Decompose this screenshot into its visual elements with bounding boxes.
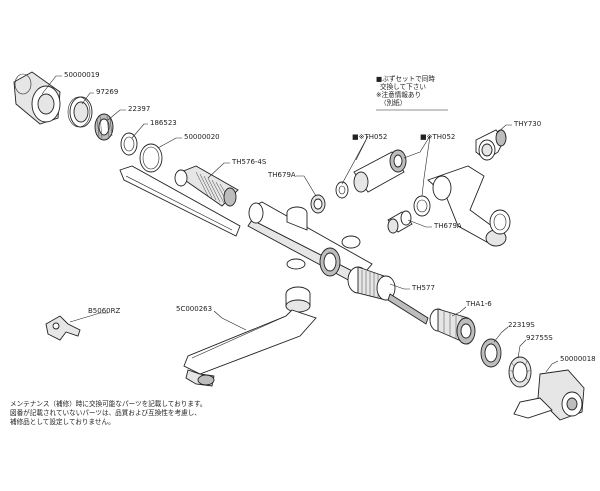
label-50000020: 50000020 xyxy=(184,133,220,141)
label-THY730: THY730 xyxy=(513,120,541,128)
part-TH679A-right-adapter xyxy=(387,210,413,234)
part-TH576-4S-cartridge xyxy=(174,165,239,207)
label-22319S: 22319S xyxy=(508,321,535,329)
leader-lines xyxy=(41,75,559,373)
part-main-body xyxy=(247,201,373,283)
part-TH052-left-valve xyxy=(353,149,407,193)
part-92755S-ring xyxy=(508,356,532,388)
label-TH052-left: ■※TH052 xyxy=(352,133,387,141)
part-TH052-right-elbow xyxy=(413,165,511,247)
label-B5060RZ: B5060RZ xyxy=(88,307,120,315)
label-TH052-right: ■※TH052 xyxy=(420,133,455,141)
label-92755S: 92755S xyxy=(526,334,553,342)
footer-note-line-3: 補修品として設定しておりません。 xyxy=(10,417,115,426)
set-note-line-1: ■ぶずセットで同時 xyxy=(376,74,435,83)
part-97269-ring xyxy=(67,96,93,128)
label-TH577: TH577 xyxy=(411,284,435,292)
part-bracket-bar xyxy=(119,165,241,237)
part-labels: 50000019 97269 22397 186523 50000020 TH5… xyxy=(64,71,596,363)
part-THY730-elbow xyxy=(475,129,507,161)
label-5C000263: 5C000263 xyxy=(176,305,212,313)
set-note-line-2: 交換して下さい xyxy=(380,82,426,91)
part-50000019-handle xyxy=(13,71,61,125)
label-50000019: 50000019 xyxy=(64,71,100,79)
label-TH679A-right: TH679A xyxy=(433,222,462,230)
label-22397: 22397 xyxy=(128,105,150,113)
part-TH577-cartridge xyxy=(347,266,429,325)
part-B5060RZ-key xyxy=(45,315,81,341)
part-50000020-cover xyxy=(139,143,163,173)
maintenance-footer-note: メンテナンス（補修）時に交換可能なパーツを記載しております。 図番が記載されてい… xyxy=(10,399,207,426)
footer-note-line-2: 図番が記載されていないパーツは、品質および互換性を考慮し、 xyxy=(10,408,201,417)
part-22397-nut xyxy=(94,113,114,141)
label-186523: 186523 xyxy=(150,119,177,127)
part-THA1-6-cartridge xyxy=(429,308,476,345)
label-THA1-6: THA1-6 xyxy=(465,300,492,308)
part-22319S-ring xyxy=(480,338,502,368)
footer-note-line-1: メンテナンス（補修）時に交換可能なパーツを記載しております。 xyxy=(10,399,207,408)
label-50000018: 50000018 xyxy=(560,355,596,363)
set-replacement-note: ■ぶずセットで同時 交換して下さい ※注意情報あり （別紙） xyxy=(376,74,435,107)
label-97269: 97269 xyxy=(96,88,118,96)
part-50000018-handle xyxy=(513,369,585,421)
part-TH679A-left-adapter xyxy=(310,181,349,214)
label-TH679A-left: TH679A xyxy=(267,171,296,179)
set-note-line-4: （別紙） xyxy=(380,98,406,107)
label-TH576-4S: TH576-4S xyxy=(231,158,267,166)
part-186523-ring xyxy=(120,132,138,156)
part-5C000263-spout xyxy=(183,286,317,387)
set-note-line-3: ※注意情報あり xyxy=(376,90,421,99)
